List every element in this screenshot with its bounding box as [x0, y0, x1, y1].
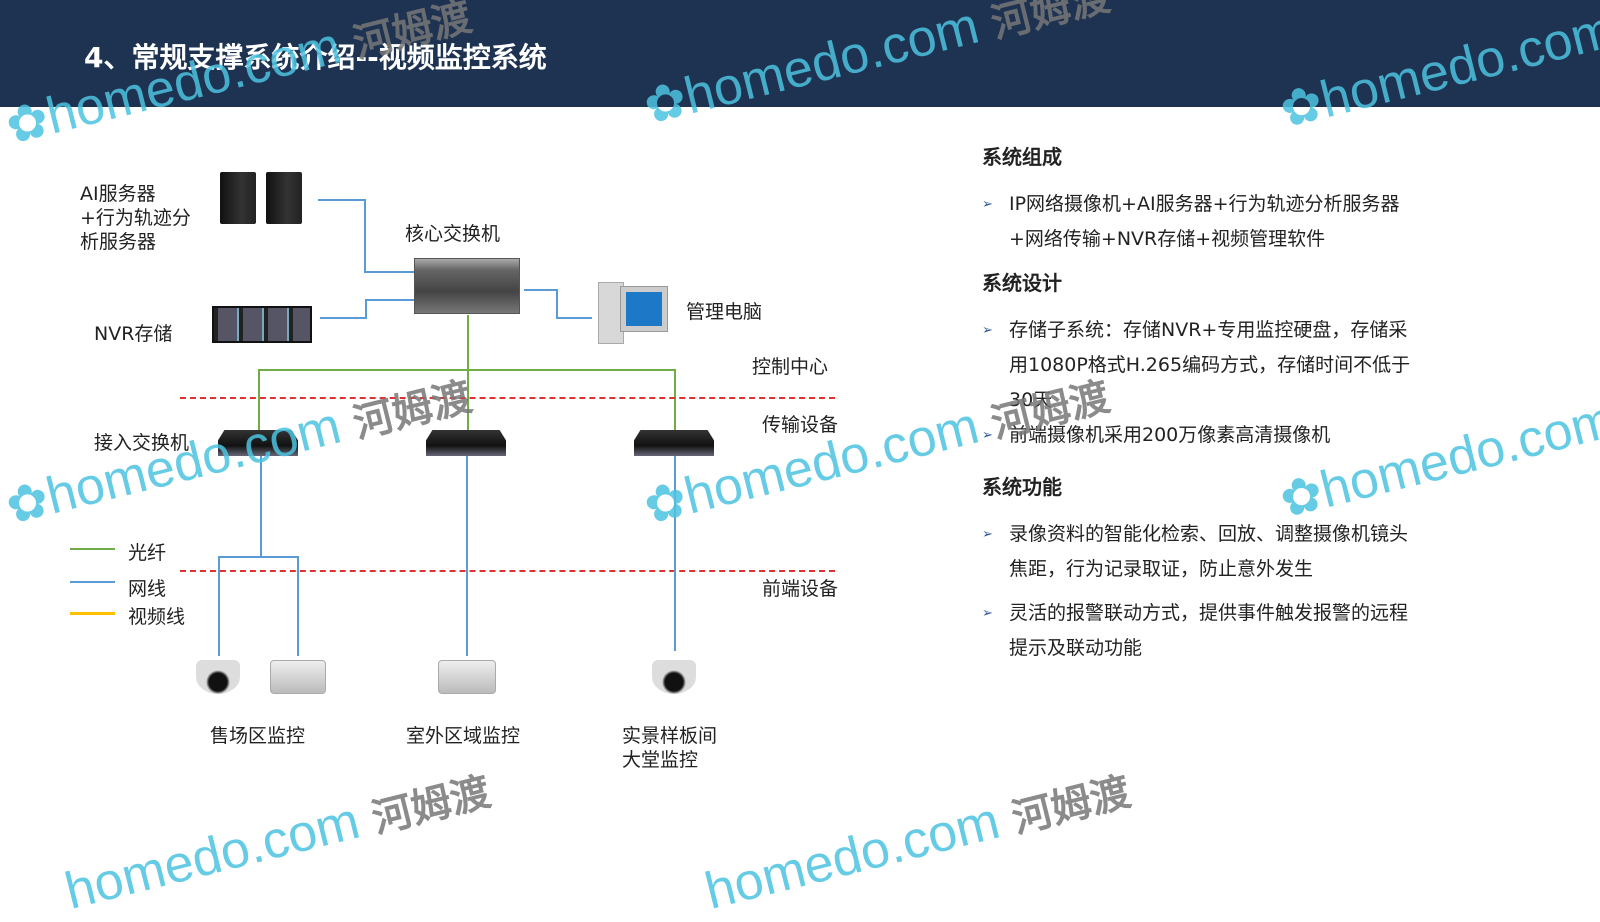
access-switch-icon	[426, 430, 506, 456]
bullet-item: ➢前端摄像机采用200万像素高清摄像机	[982, 418, 1442, 453]
arrow-bullet-icon: ➢	[982, 323, 993, 338]
core-switch-label: 核心交换机	[405, 223, 501, 245]
camera-label: 室外区域监控	[406, 725, 521, 747]
zone-divider	[180, 570, 835, 572]
bullet-item: ➢IP网络摄像机+AI服务器+行为轨迹分析服务器+网络传输+NVR存储+视频管理…	[982, 187, 1422, 257]
zone-front-label: 前端设备	[762, 578, 839, 600]
nvr-storage-icon	[212, 306, 312, 343]
access-switch-icon	[634, 430, 714, 456]
access-switch-label: 接入交换机	[94, 432, 190, 454]
section-heading: 系统功能	[982, 475, 1062, 499]
zone-divider	[180, 397, 835, 399]
pc-label: 管理电脑	[686, 301, 763, 323]
arrow-bullet-icon: ➢	[982, 606, 993, 621]
legend-swatch-video	[70, 612, 115, 615]
page-title: 4、常规支撑系统介绍--视频监控系统	[84, 41, 547, 74]
core-switch-icon	[414, 258, 520, 314]
section-design: 系统设计 ➢存储子系统：存储NVR+专用监控硬盘，存储采用1080P格式H.26…	[982, 267, 1442, 453]
legend-swatch-network	[70, 581, 115, 583]
legend-label: 视频线	[128, 606, 186, 628]
camera-label: 实景样板间 大堂监控	[622, 725, 718, 771]
legend-label: 光纤	[128, 542, 167, 564]
section-heading: 系统设计	[982, 271, 1062, 295]
section-composition: 系统组成 ➢IP网络摄像机+AI服务器+行为轨迹分析服务器+网络传输+NVR存储…	[982, 141, 1442, 257]
bullet-camera-icon	[438, 660, 496, 694]
bullet-item: ➢灵活的报警联动方式，提供事件触发报警的远程提示及联动功能	[982, 596, 1412, 666]
watermark: homedo.com 河姆渡	[59, 769, 495, 921]
camera-label: 售场区监控	[210, 725, 306, 747]
access-switch-icon	[218, 430, 298, 456]
legend-swatch-fiber	[70, 548, 115, 550]
dome-camera-icon	[652, 660, 696, 694]
legend-label: 网线	[128, 578, 167, 600]
bullet-item: ➢存储子系统：存储NVR+专用监控硬盘，存储采用1080P格式H.265编码方式…	[982, 313, 1422, 418]
bullet-item: ➢录像资料的智能化检索、回放、调整摄像机镜头焦距，行为记录取证，防止意外发生	[982, 517, 1412, 587]
arrow-bullet-icon: ➢	[982, 527, 993, 542]
watermark: homedo.com 河姆渡	[699, 769, 1135, 921]
dome-camera-icon	[196, 660, 240, 694]
ai-server-label: AI服务器 +行为轨迹分 析服务器	[80, 183, 191, 253]
zone-transport-label: 传输设备	[762, 414, 839, 436]
arrow-bullet-icon: ➢	[982, 428, 993, 443]
bullet-camera-icon	[270, 660, 326, 694]
nvr-label: NVR存储	[94, 323, 173, 345]
section-heading: 系统组成	[982, 145, 1062, 169]
zone-control-label: 控制中心	[752, 356, 829, 378]
arrow-bullet-icon: ➢	[982, 197, 993, 212]
section-function: 系统功能 ➢录像资料的智能化检索、回放、调整摄像机镜头焦距，行为记录取证，防止意…	[982, 471, 1442, 666]
header-bar: 4、常规支撑系统介绍--视频监控系统	[0, 0, 1600, 107]
